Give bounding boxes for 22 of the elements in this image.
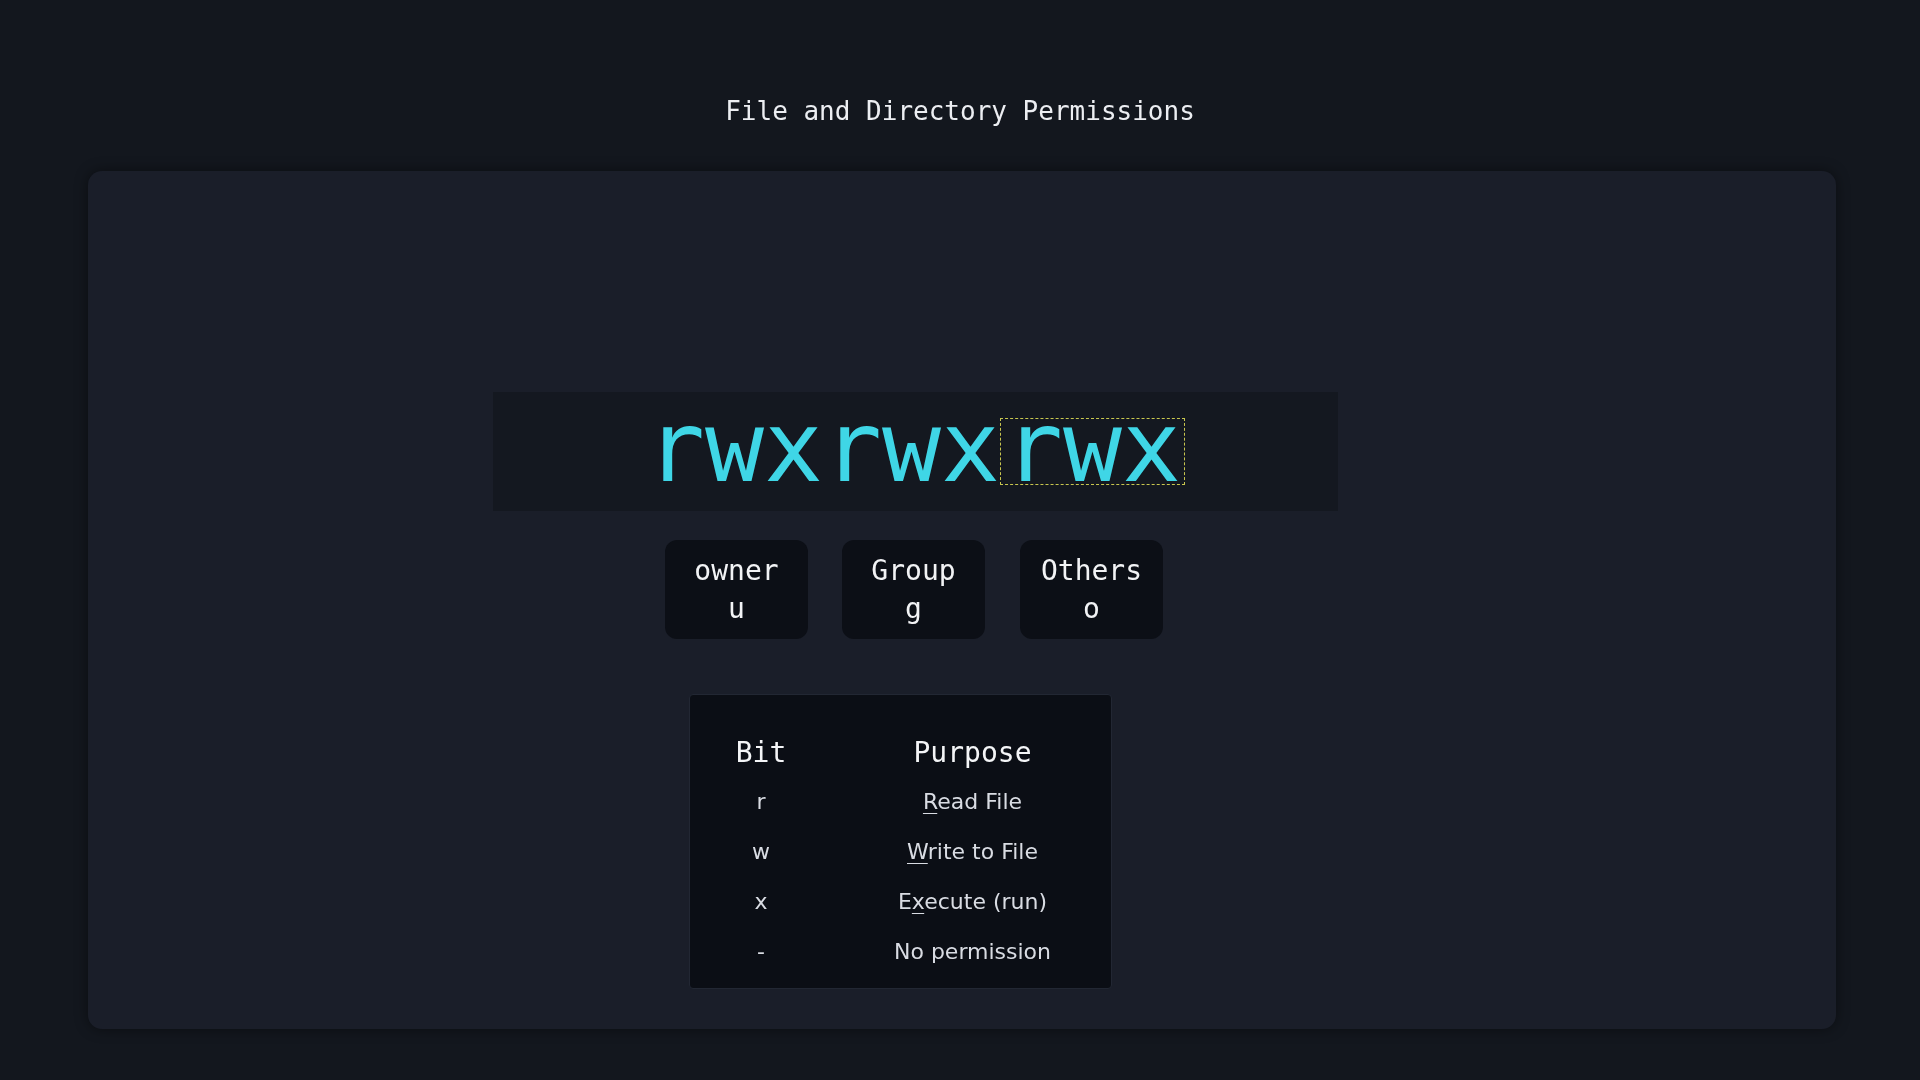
bit-purpose: Execute (run) <box>897 888 1048 916</box>
permission-letters: rwx <box>1004 419 1181 484</box>
bit-letter: - <box>757 938 765 966</box>
role-name: Group <box>871 552 956 589</box>
role-letter: o <box>1083 590 1100 627</box>
role-name: Others <box>1040 552 1143 589</box>
column-header: Bit <box>735 736 787 770</box>
permission-band <box>493 392 1338 511</box>
column-header: Purpose <box>913 736 1032 770</box>
bit-letter: x <box>754 888 768 916</box>
role-letter: g <box>905 590 922 627</box>
content-panel <box>88 171 1836 1029</box>
role-letter: u <box>728 590 745 627</box>
bit-letter: w <box>752 838 770 866</box>
bit-purpose: Write to File <box>907 838 1038 866</box>
bit-purpose: No permission <box>893 938 1052 966</box>
permission-table <box>689 694 1112 989</box>
permission-letters: rwxrwx <box>646 419 1000 484</box>
title: File and Directory Permissions <box>725 95 1195 127</box>
bit-purpose: Read File <box>922 788 1023 816</box>
bit-letter: r <box>756 788 766 816</box>
role-name: owner <box>694 552 779 589</box>
